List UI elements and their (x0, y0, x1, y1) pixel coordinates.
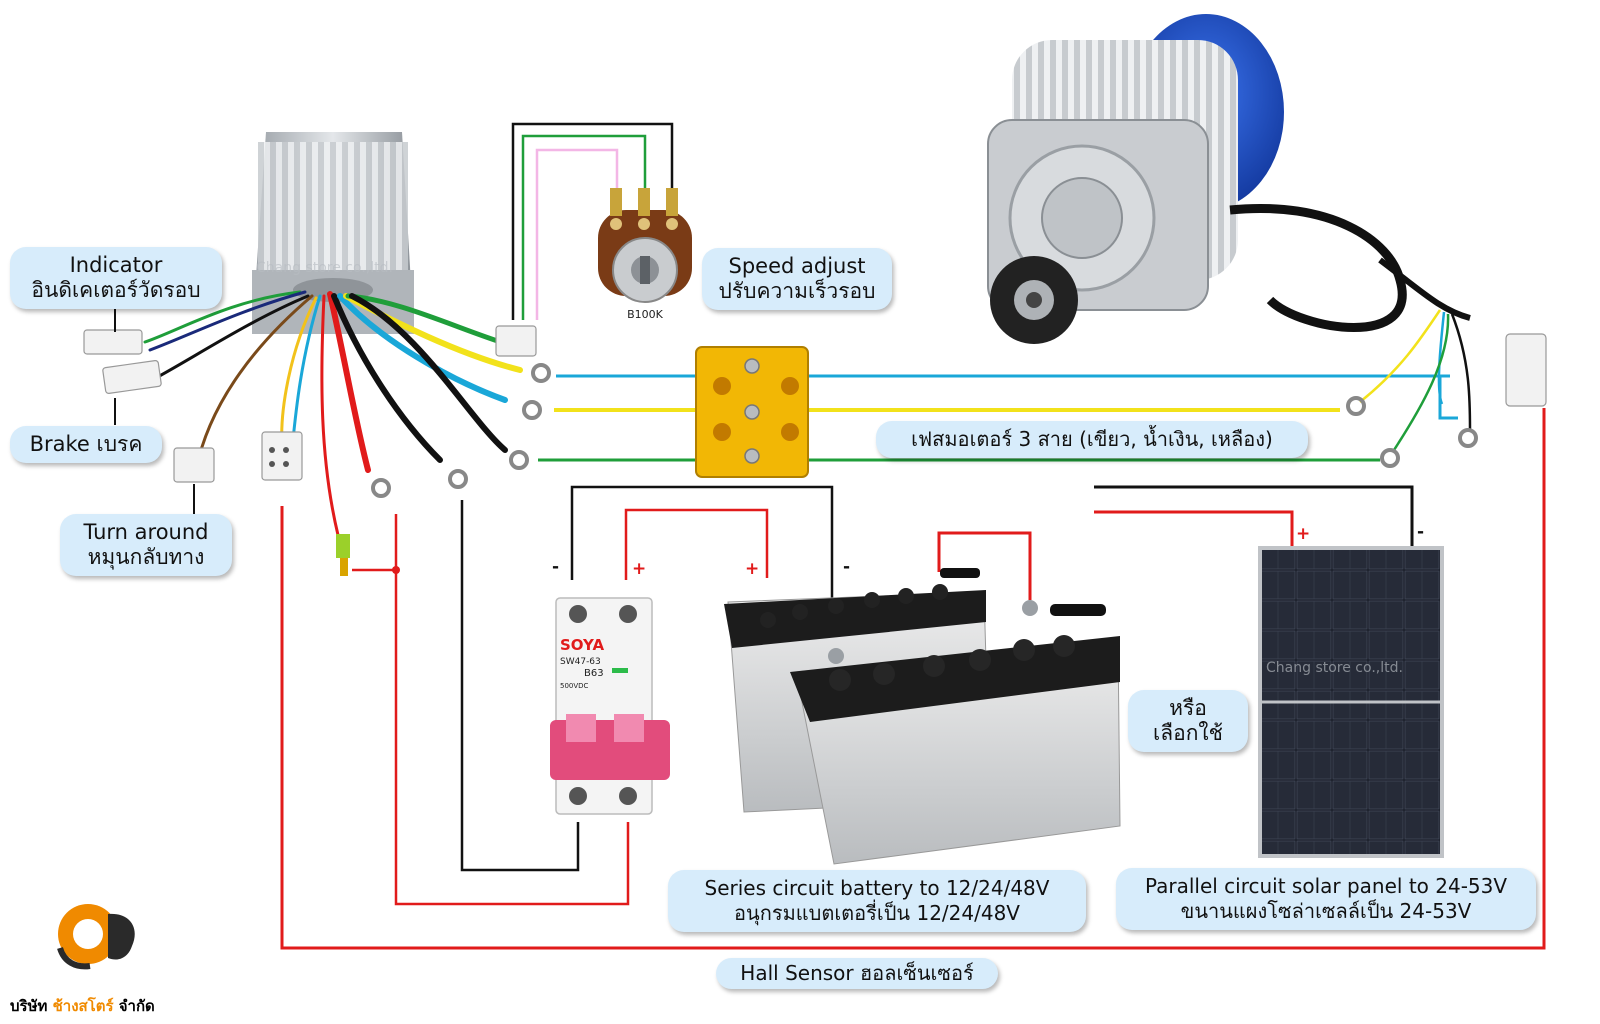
watermark: Chang store co.,ltd. (1266, 660, 1403, 676)
breaker-minus-mark: - (552, 557, 560, 577)
indicator-label: Indicator อินดิเคเตอร์วัดรอบ (10, 247, 222, 309)
potentiometer-marking: B100K (627, 308, 664, 321)
hall-sensor-label: Hall Sensor ฮอลเซ็นเซอร์ (716, 958, 998, 989)
breaker-rating: B63 (584, 668, 604, 679)
motor-controller (83, 132, 551, 576)
solar-plus-mark: + (1296, 524, 1311, 544)
battery-plus-mark: + (745, 559, 760, 579)
company-name: บริษัท ช้างสโตร์ จำกัด (10, 997, 155, 1015)
breaker-brand: SOYA (560, 636, 604, 654)
turn-around-label: Turn around หมุนกลับทาง (60, 514, 232, 576)
connector-pins (269, 447, 289, 467)
or-choose-label: หรือ เลือกใช้ (1128, 690, 1248, 752)
battery-front (790, 600, 1121, 865)
brand-logo-icon (57, 904, 135, 970)
breaker-plus-mark: + (632, 559, 647, 579)
motor-phase-label: เฟสมอเตอร์ 3 สาย (เขียว, น้ำเงิน, เหลือง… (876, 421, 1308, 458)
terminal-block (695, 346, 809, 478)
parallel-solar-label: Parallel circuit solar panel to 24-53V ข… (1116, 868, 1536, 930)
watermark: Chang store co.,ltd. (256, 260, 393, 276)
breaker-model: SW47-63 (560, 657, 601, 667)
speed-adjust-label: Speed adjust ปรับความเร็วรอบ (702, 248, 892, 310)
solar-panel (1258, 546, 1444, 858)
battery-circuit-wires (352, 485, 1414, 906)
brake-label: Brake เบรค (10, 426, 162, 463)
sprocket (990, 256, 1078, 344)
battery-minus-mark: - (843, 557, 851, 577)
potentiometer-wires (511, 122, 674, 320)
series-battery-label: Series circuit battery to 12/24/48V อนุก… (668, 870, 1086, 932)
solar-minus-mark: - (1417, 522, 1425, 542)
hall-sensor-wire (280, 408, 1546, 950)
bldc-motor (987, 14, 1547, 468)
speed-potentiometer: B100K (598, 188, 692, 321)
dc-breaker: SOYA SW47-63 B63 500VDC (550, 597, 670, 815)
breaker-voltage: 500VDC (560, 682, 589, 690)
